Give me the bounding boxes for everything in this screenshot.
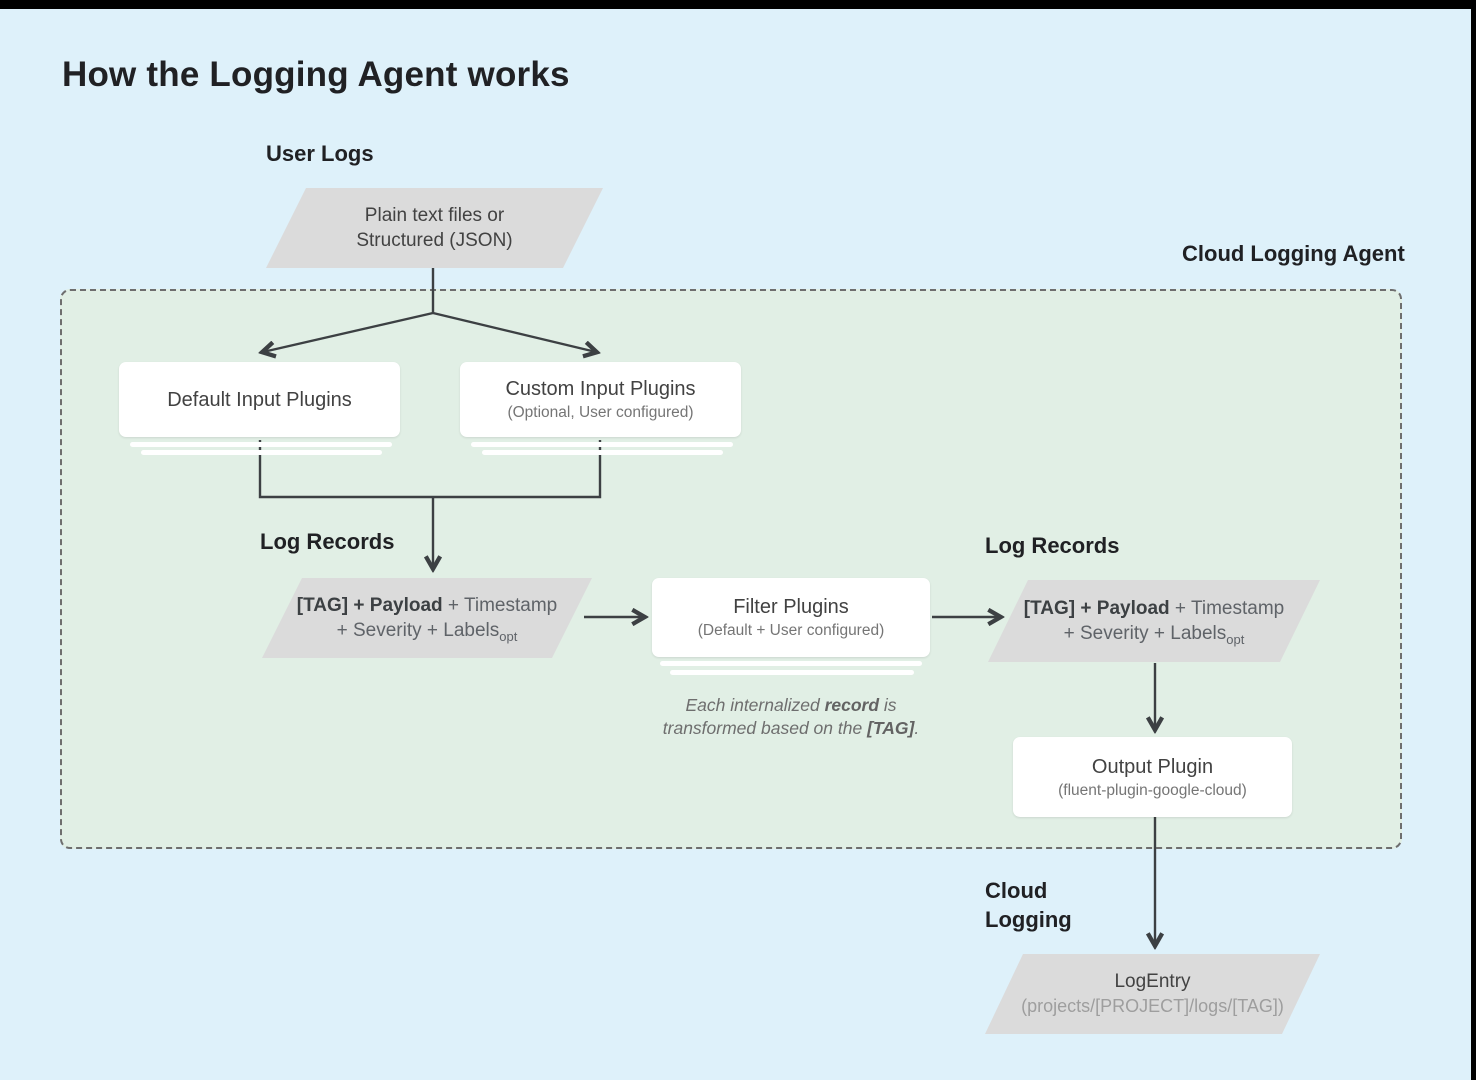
log-records-right-label: Log Records (985, 533, 1120, 558)
log-record-right-line2: + Severity + Labelsopt (1064, 621, 1245, 647)
log-record-opt-subscript: opt (1226, 631, 1245, 647)
custom-input-plugins-box: Custom Input Plugins (Optional, User con… (460, 362, 741, 437)
user-logs-line2: Structured (JSON) (356, 230, 513, 251)
log-record-right-line1: [TAG] + Payload + Timestamp (1024, 596, 1284, 621)
page-title: How the Logging Agent works (62, 55, 570, 94)
log-record-left-line1: [TAG] + Payload + Timestamp (297, 593, 557, 618)
filter-plugins-subtitle: (Default + User configured) (697, 622, 885, 639)
output-plugin-subtitle: (fluent-plugin-google-cloud) (1058, 781, 1247, 799)
log-record-timestamp: + Timestamp (442, 594, 558, 616)
cloud-logging-agent-label: Cloud Logging Agent (1182, 241, 1405, 266)
note-record-bold: record (824, 695, 880, 715)
log-record-left-shape: [TAG] + Payload + Timestamp + Severity +… (262, 578, 592, 658)
output-plugin-box: Output Plugin (fluent-plugin-google-clou… (1013, 737, 1292, 817)
filter-note: Each internalized record is transformed … (646, 694, 936, 740)
cloud-logging-label-line2: Logging (985, 907, 1072, 932)
user-logs-line1: Plain text files or (364, 205, 505, 226)
stack-line (660, 661, 922, 666)
log-record-severity-labels: + Severity + Labels (1063, 622, 1227, 644)
output-plugin-title: Output Plugin (1091, 755, 1214, 778)
screen-right-edge (1471, 0, 1476, 1080)
user-logs-label: User Logs (266, 141, 374, 166)
cloud-logging-label-line1: Cloud (985, 878, 1048, 903)
stack-line (482, 450, 723, 455)
cloud-logging-label: Cloud Logging (985, 876, 1072, 934)
screen-top-edge (0, 0, 1476, 9)
log-record-right-shape: [TAG] + Payload + Timestamp + Severity +… (988, 580, 1320, 662)
stack-line (670, 670, 914, 675)
log-record-tag-payload: [TAG] + Payload (296, 594, 443, 616)
log-record-tag-payload: [TAG] + Payload (1023, 597, 1170, 619)
user-logs-shape: Plain text files or Structured (JSON) (266, 188, 603, 268)
stack-line (471, 442, 733, 447)
default-input-plugins-box: Default Input Plugins (119, 362, 400, 437)
default-input-plugins-title: Default Input Plugins (167, 388, 352, 411)
log-record-opt-subscript: opt (499, 628, 518, 644)
note-text: is transformed based on the (662, 695, 897, 738)
log-entry-subtitle: (projects/[PROJECT]/logs/[TAG]) (1021, 996, 1284, 1016)
filter-plugins-title: Filter Plugins (733, 596, 849, 618)
note-text: Each internalized (685, 695, 825, 715)
log-records-left-label: Log Records (260, 529, 395, 554)
note-tag-bold: [TAG] (867, 718, 915, 738)
note-text: . (914, 718, 920, 738)
log-entry-title: LogEntry (1114, 971, 1191, 992)
log-record-left-line2: + Severity + Labelsopt (337, 618, 518, 644)
log-entry-shape: LogEntry (projects/[PROJECT]/logs/[TAG]) (985, 954, 1320, 1034)
stack-line (130, 442, 392, 447)
stack-line (141, 450, 382, 455)
log-record-timestamp: + Timestamp (1169, 597, 1285, 619)
custom-input-plugins-title: Custom Input Plugins (505, 378, 696, 400)
custom-input-plugins-subtitle: (Optional, User configured) (507, 404, 694, 421)
filter-plugins-box: Filter Plugins (Default + User configure… (652, 578, 930, 657)
log-record-severity-labels: + Severity + Labels (336, 619, 500, 641)
